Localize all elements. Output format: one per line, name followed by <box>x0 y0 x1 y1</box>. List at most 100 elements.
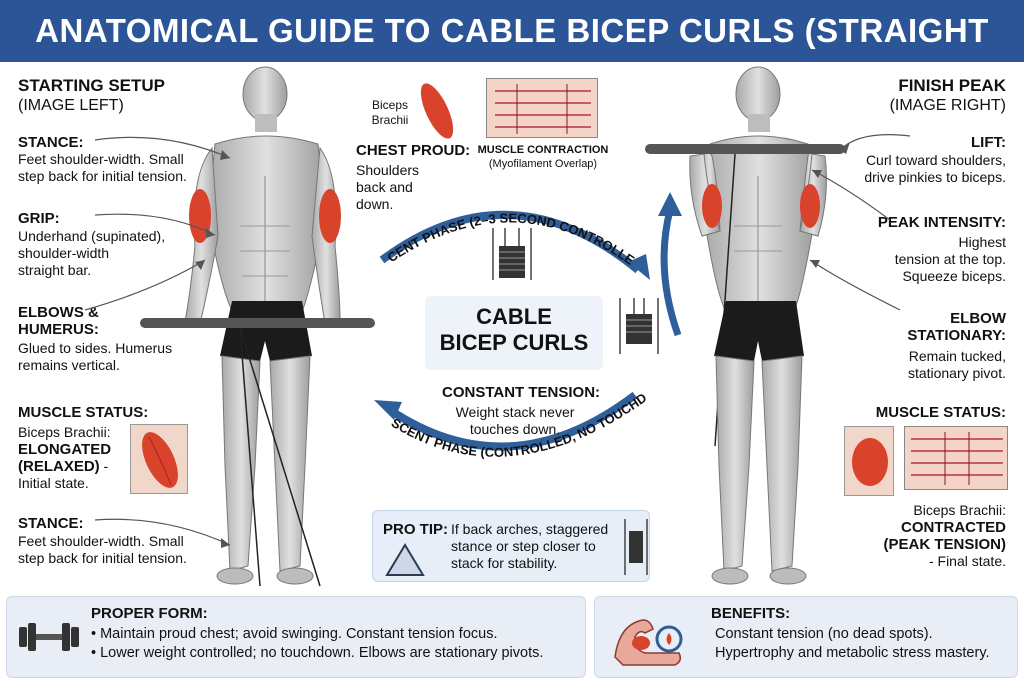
list-item: Hypertrophy and metabolic stress mastery… <box>715 645 990 661</box>
left-elbows-label: ELBOWS & HUMERUS: <box>18 304 99 338</box>
text-line: Feet shoulder-width. Small <box>18 151 184 167</box>
text-line: Biceps <box>371 98 409 112</box>
constant-tension-label: CONSTANT TENSION: <box>442 384 601 401</box>
title-line: BICEP CURLS <box>439 330 589 355</box>
left-figure <box>140 66 380 596</box>
pro-tip-text: If back arches, staggered <box>451 521 608 538</box>
pro-tip-text-2: stance or step closer to stack for stabi… <box>451 538 596 572</box>
chest-proud-text: Shoulders back and down. <box>356 162 419 213</box>
constant-tension-text: Weight stack never touches down. <box>440 404 590 438</box>
label-line: ELBOWS & <box>18 304 99 321</box>
warning-triangle-icon <box>385 543 425 576</box>
label-line: ELBOW <box>950 310 1006 327</box>
text-line: Feet shoulder-width. Small <box>18 533 184 549</box>
right-subheader: (IMAGE RIGHT) <box>889 97 1006 114</box>
right-muscle-inset <box>844 426 894 496</box>
biceps-muscle-illustration <box>418 78 456 144</box>
pro-tip-label: PRO TIP: <box>383 521 449 538</box>
text-line: Curl toward shoulders, <box>865 152 1006 168</box>
right-myofilament-zoom <box>904 426 1008 490</box>
left-grip-label: GRIP: <box>18 210 60 227</box>
benefits-panel: BENEFITS: Constant tension (no dead spot… <box>594 596 1018 678</box>
dumbbell-icon <box>19 623 79 651</box>
text-line: touches down. <box>469 421 561 437</box>
list-item: Constant tension (no dead spots). <box>715 626 933 642</box>
text-line-bold: (PEAK TENSION) <box>883 536 1006 553</box>
right-lift-label: LIFT: <box>971 134 1006 151</box>
text-line: shoulder-width <box>18 245 110 261</box>
text-line: step back for initial tension. <box>18 550 187 566</box>
pro-tip-box: PRO TIP: If back arches, staggered stanc… <box>372 510 650 582</box>
text-line: stack for stability. <box>451 555 558 571</box>
lift-arrow <box>658 192 682 337</box>
text-line: Remain tucked, <box>908 348 1006 364</box>
left-pointer-arrows <box>85 136 231 548</box>
flexed-arm-icon <box>614 619 683 666</box>
label-line: STATIONARY: <box>907 327 1006 344</box>
page-title: ANATOMICAL GUIDE TO CABLE BICEP CURLS (S… <box>0 0 1024 111</box>
left-muscle-status-label: MUSCLE STATUS: <box>18 404 149 421</box>
text-line-bold: (RELAXED) <box>18 458 100 475</box>
weight-stack-icon <box>619 298 659 354</box>
left-muscle-status-text: Biceps Brachii: ELONGATED (RELAXED) - In… <box>18 424 128 492</box>
text-line: remains vertical. <box>18 357 120 373</box>
right-peak-text: Highest tension at the top. Squeeze bice… <box>895 234 1006 285</box>
text-line: step back for initial tension. <box>18 168 187 184</box>
muscle-contraction-sub: (Myofilament Overlap) <box>488 158 598 170</box>
proper-form-label: PROPER FORM: <box>91 605 208 622</box>
text-line: down. <box>356 196 394 212</box>
text-line: Underhand (supinated), <box>18 228 166 244</box>
benefits-label: BENEFITS: <box>711 605 791 622</box>
text-line: stationary pivot. <box>907 365 1006 381</box>
left-grip-text: Underhand (supinated), shoulder-width st… <box>18 228 165 279</box>
weight-stack-icon <box>624 519 648 575</box>
left-stance-top-label: STANCE: <box>18 134 84 151</box>
left-header: STARTING SETUP <box>18 76 166 95</box>
text-line: straight bar. <box>18 262 92 278</box>
text-line: tension at the top. <box>894 251 1006 267</box>
left-stance-top-text: Feet shoulder-width. Small step back for… <box>18 151 218 185</box>
right-lift-text: Curl toward shoulders, drive pinkies to … <box>864 152 1006 186</box>
label-line: HUMERUS: <box>18 321 99 338</box>
right-figure <box>640 66 850 596</box>
text-line: drive pinkies to biceps. <box>864 169 1006 185</box>
text-line: stance or step closer to <box>451 538 596 554</box>
title-line: CABLE <box>476 304 552 329</box>
text-dash: - <box>99 458 109 474</box>
left-elbows-text: Glued to sides. Humerus remains vertical… <box>18 340 172 374</box>
text-line: - Final state. <box>928 553 1006 569</box>
left-stance-bottom-text: Feet shoulder-width. Small step back for… <box>18 533 187 567</box>
text-line: Glued to sides. Humerus <box>18 340 173 356</box>
text-line: Highest <box>958 234 1006 250</box>
text-line: Biceps Brachii: <box>18 424 111 440</box>
text-line-bold: CONTRACTED <box>901 519 1006 536</box>
text-line: Squeeze biceps. <box>902 268 1006 284</box>
list-item: • Lower weight controlled; no touchdown.… <box>91 645 544 661</box>
text-line: Shoulders <box>356 162 420 178</box>
chest-proud-label: CHEST PROUD: <box>356 142 471 159</box>
right-pointer-arrows <box>809 134 911 311</box>
right-peak-label: PEAK INTENSITY: <box>877 214 1006 231</box>
left-muscle-inset <box>130 424 188 494</box>
list-item: • Maintain proud chest; avoid swinging. … <box>91 626 498 642</box>
left-stance-bottom-label: STANCE: <box>18 515 84 532</box>
right-header: FINISH PEAK <box>898 76 1006 95</box>
muscle-contraction-label: MUSCLE CONTRACTION <box>477 144 609 156</box>
text-line: If back arches, staggered <box>451 521 609 537</box>
text-line: back and <box>356 179 413 195</box>
left-subheader: (IMAGE LEFT) <box>18 97 124 114</box>
proper-form-list: • Maintain proud chest; avoid swinging. … <box>91 625 543 663</box>
center-title: CABLE BICEP CURLS <box>425 304 603 356</box>
text-line: Initial state. <box>18 475 89 491</box>
text-line-bold: ELONGATED <box>18 441 112 458</box>
right-muscle-status-text: Biceps Brachii: CONTRACTED (PEAK TENSION… <box>883 502 1006 570</box>
myofilament-zoom <box>486 78 598 138</box>
right-muscle-status-label: MUSCLE STATUS: <box>875 404 1006 421</box>
right-elbow-text: Remain tucked, stationary pivot. <box>908 348 1006 382</box>
benefits-list: Constant tension (no dead spots). Hypert… <box>715 625 990 663</box>
biceps-brachii-label: Biceps Brachii <box>364 98 416 128</box>
center-title-card: CABLE BICEP CURLS <box>425 296 603 370</box>
right-elbow-label: ELBOW STATIONARY: <box>907 310 1006 344</box>
text-line: Brachii <box>371 113 409 127</box>
weight-stack-icon <box>492 228 532 280</box>
